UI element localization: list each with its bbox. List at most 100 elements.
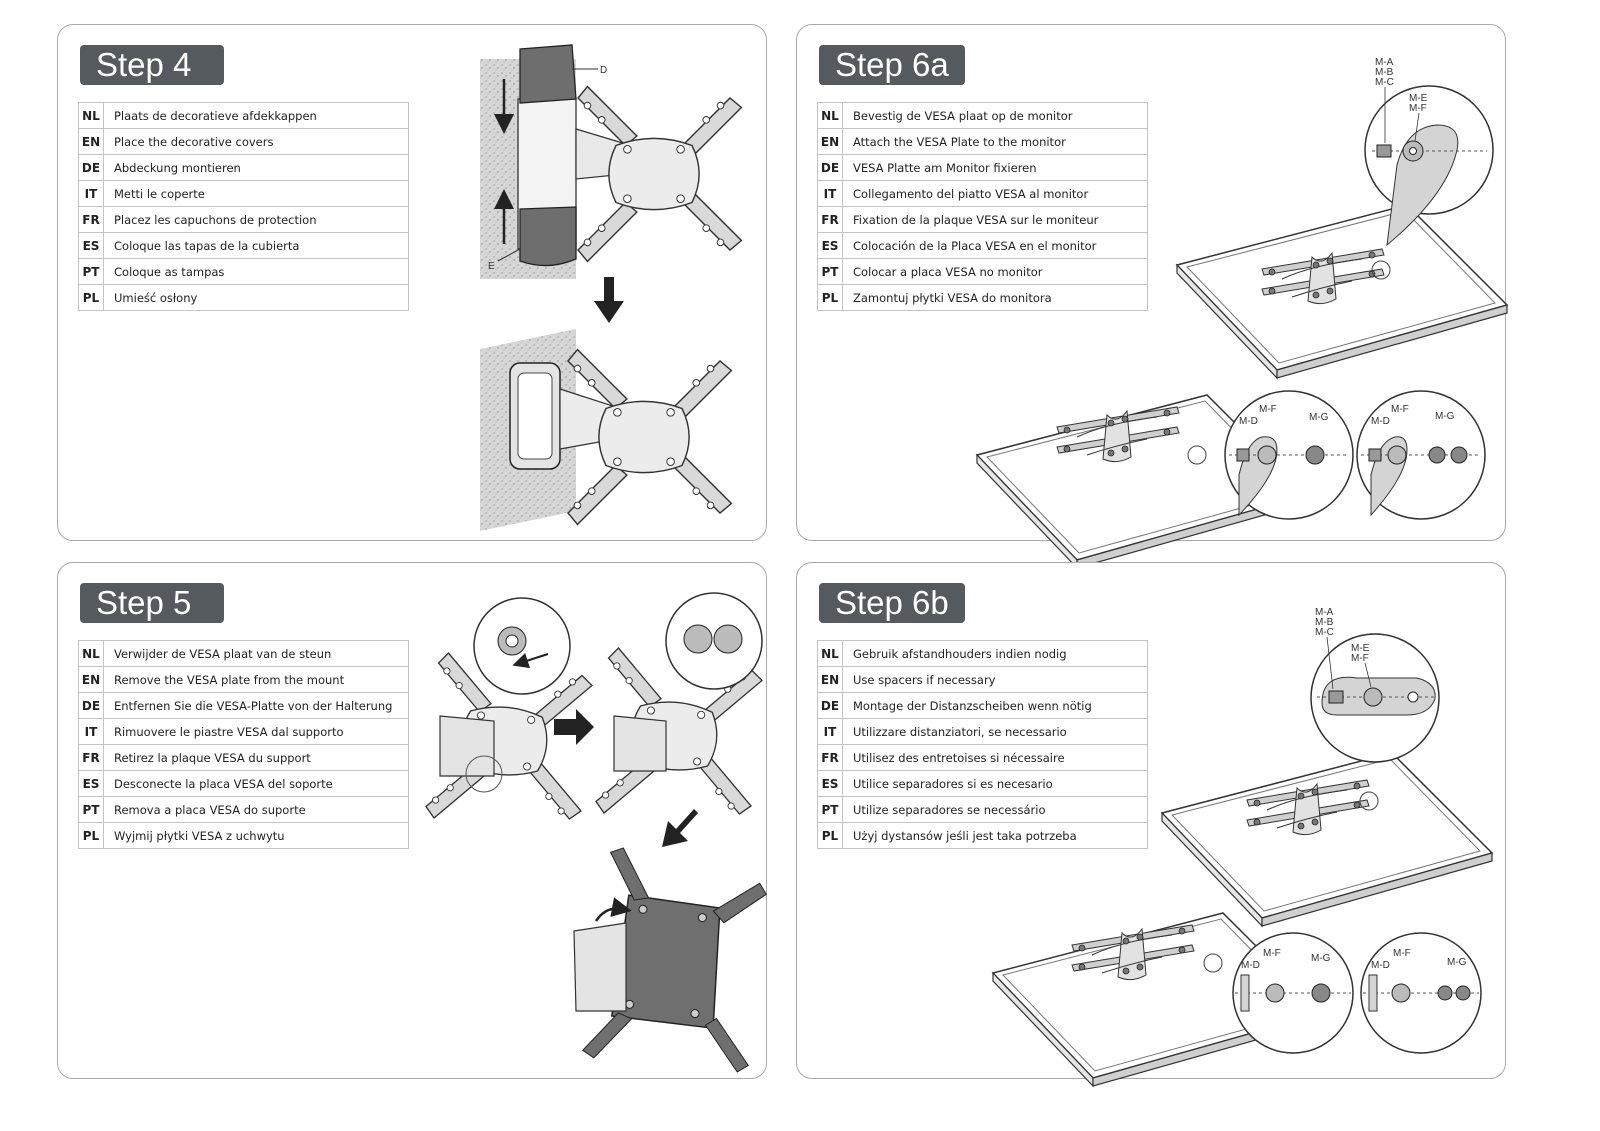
zoom-marker-left [465,755,503,793]
step-5-title: Step 5 [80,583,224,623]
label-mg-right: M-G [1435,411,1455,422]
washer-icon-left [1257,445,1277,465]
step-6b-title: Step 6b [819,583,965,623]
instruction-text: Remova a placa VESA do suporte [103,796,409,823]
vesa-plate-removed [581,847,767,1073]
label-ma: M-A [1375,57,1394,68]
label-mb: M-B [1315,617,1334,628]
language-code: DE [78,692,104,719]
instruction-text: Verwijder de VESA plaat van de steun [103,640,409,667]
language-code: EN [78,128,104,155]
step-6a-title: Step 6a [819,45,965,85]
label-mg-left: M-G [1311,953,1331,964]
spacer-icon-right-1 [1437,985,1453,1001]
label-mc: M-C [1315,627,1334,638]
spacer-icon-right-1 [1428,446,1446,464]
label-md-right: M-D [1371,416,1390,427]
spacer-icon-left [1311,983,1331,1003]
instruction-text: Coloque as tampas [103,258,409,285]
label-mg-right: M-G [1447,957,1467,968]
mount-arm-bottom [573,922,627,1012]
cover-d [519,44,577,104]
label-mc: M-C [1375,77,1394,88]
label-md-left: M-D [1239,416,1258,427]
leader-e [497,248,521,262]
language-code: DE [817,154,843,181]
label-mf-right: M-F [1391,404,1409,415]
instruction-text: Utilice separadores si es necesario [842,770,1148,797]
bolt-icon-left [1236,448,1250,462]
zoom-marker-top [1371,260,1391,280]
language-code: PT [78,258,104,285]
instruction-text: Desconecte la placa VESA del soporte [103,770,409,797]
language-code: ES [78,232,104,259]
label-mf: M-F [1409,103,1427,114]
knob-icon-2 [683,624,713,654]
language-code: NL [78,640,104,667]
leader-ma [1326,636,1334,690]
language-code: FR [78,744,104,771]
instruction-text: Retirez la plaque VESA du support [103,744,409,771]
step-6b-illustration: M-A M-B M-C M-E M-F M-D M-F M-G M-D M-F … [992,607,1493,1087]
language-code: DE [817,692,843,719]
mount-arm-left [439,715,495,777]
label-md-right: M-D [1371,960,1390,971]
spacer-icon-right-2 [1450,446,1468,464]
language-code: NL [78,102,104,129]
hole-icon [1407,691,1419,703]
language-code: EN [817,128,843,155]
zoom-circle-left [1232,932,1354,1054]
zoom-circle-right [1360,932,1482,1054]
washer-icon-right [1391,983,1411,1003]
leader-me [1414,112,1420,142]
instruction-text: Placez les capuchons de protection [103,206,409,233]
washer-icon-left [1265,983,1285,1003]
big-arrow-diagonal-icon [662,809,698,847]
instruction-text: Plaats de decoratieve afdekkappen [103,102,409,129]
label-d: D [600,65,607,76]
spacer-icon-right-2 [1455,985,1471,1001]
step-4-title: Step 4 [80,45,224,85]
instruction-text: Abdeckung montieren [103,154,409,181]
instruction-text: Remove the VESA plate from the mount [103,666,409,693]
label-mf: M-F [1351,653,1369,664]
instruction-text: Użyj dystansów jeśli jest taka potrzeba [842,822,1148,849]
label-ma: M-A [1315,607,1334,618]
spacer-icon-left [1305,445,1325,465]
bolt-icon [1328,690,1344,704]
instruction-text: Attach the VESA Plate to the monitor [842,128,1148,155]
language-code: PL [78,284,104,311]
instruction-text: Utilisez des entretoises si nécessaire [842,744,1148,771]
language-code: DE [78,154,104,181]
bolt-icon [1376,144,1392,158]
instruction-text: Metti le coperte [103,180,409,207]
instruction-text: Utilize separadores se necessário [842,796,1148,823]
instruction-text: Fixation de la plaque VESA sur le monite… [842,206,1148,233]
knob-center [505,634,519,648]
language-code: ES [817,770,843,797]
language-code: FR [817,744,843,771]
washer-icon [1363,687,1383,707]
instruction-text: Bevestig de VESA plaat op de monitor [842,102,1148,129]
language-code: PT [78,796,104,823]
